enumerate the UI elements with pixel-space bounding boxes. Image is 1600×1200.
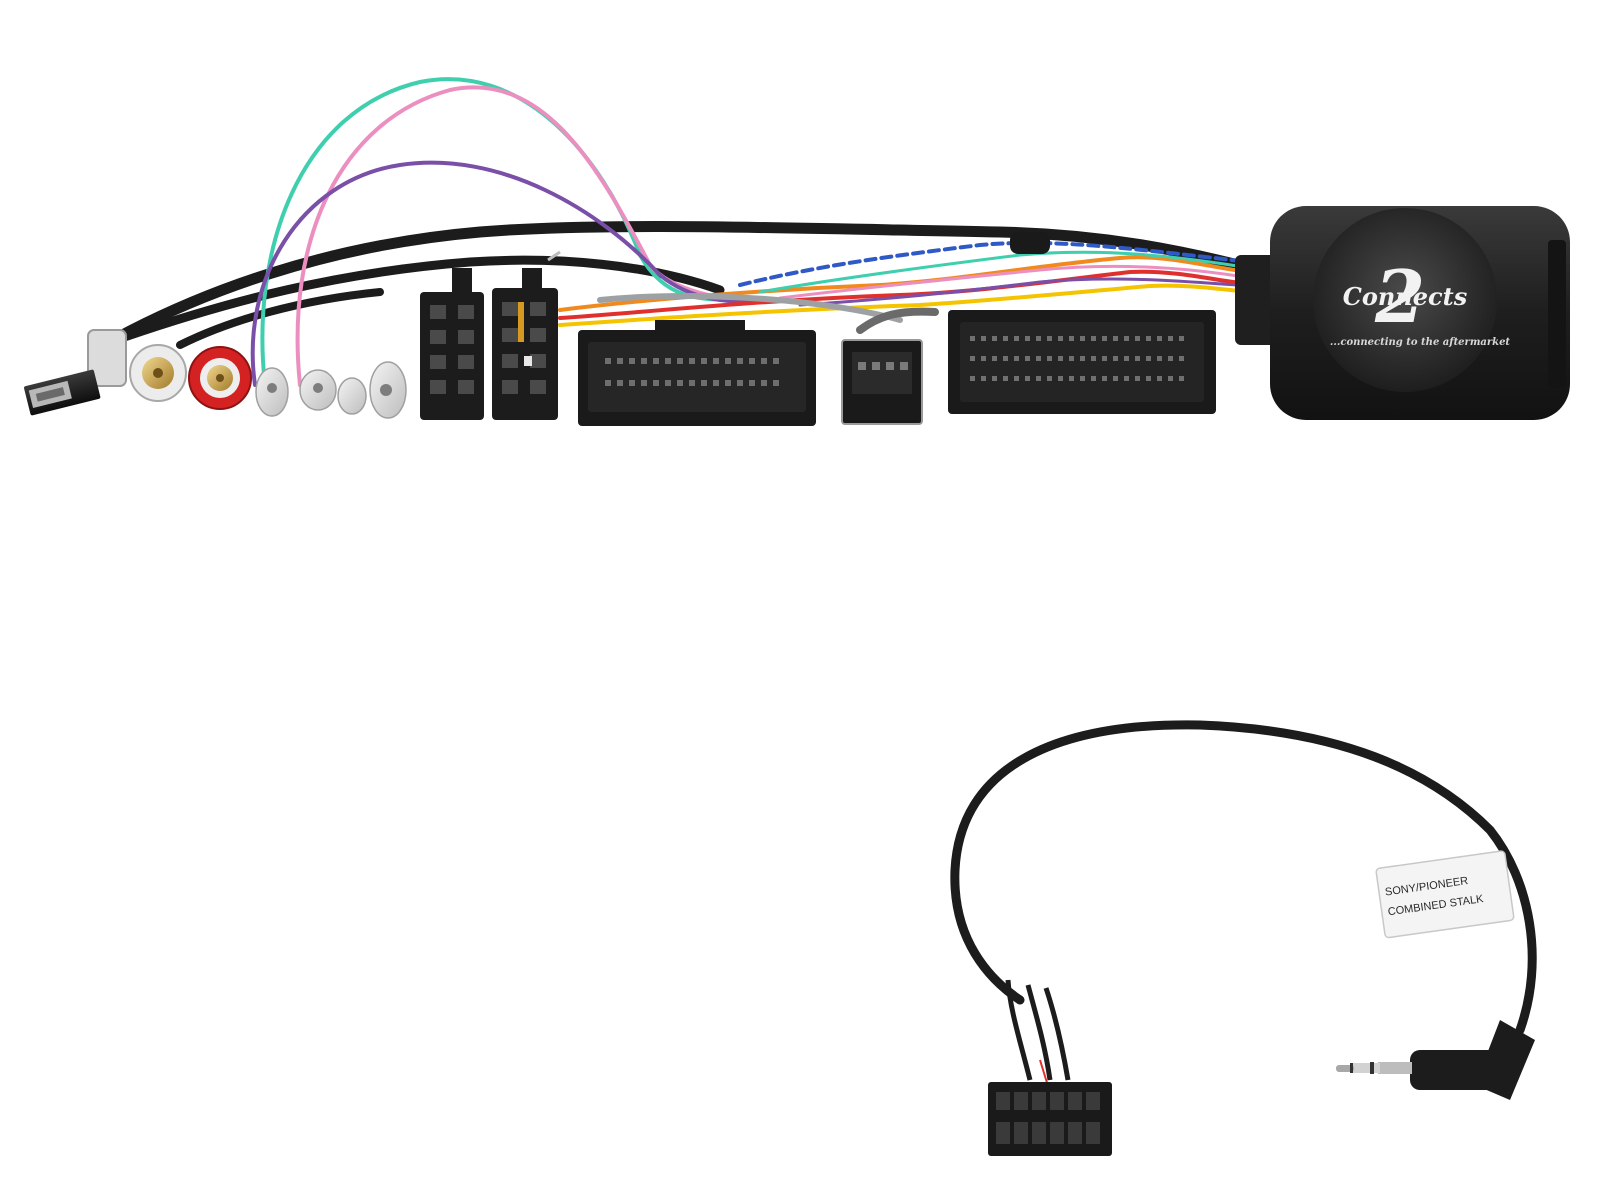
teal-wire (260, 77, 742, 387)
brand-logo-text: Connects (1343, 282, 1468, 311)
rca-connector-white (129, 344, 187, 402)
stalk-cable (950, 720, 1537, 1035)
audio-jack-plug (1336, 1020, 1535, 1100)
brand-logo-numeral: 2 (1374, 254, 1425, 339)
cable-label: SONY/PIONEER COMBINED STALK (1375, 850, 1515, 939)
stalk-lead: SONY/PIONEER COMBINED STALK (950, 720, 1537, 1156)
bullet-connectors (255, 361, 407, 419)
iso-connector-left (420, 268, 484, 420)
colored-wires (250, 77, 1252, 387)
black-cables (89, 221, 1256, 356)
usb-plug (24, 329, 127, 416)
multi-pin-connector-main (578, 320, 816, 426)
brand-tagline: ...connecting to the aftermarket (1330, 337, 1511, 348)
interface-box: 2 Connects ...connecting to the aftermar… (1235, 206, 1570, 420)
multi-pin-connector-right (948, 310, 1216, 414)
iso-connector-right (492, 250, 561, 420)
wiring-harness: 2 Connects ...connecting to the aftermar… (24, 77, 1570, 426)
small-connector (841, 339, 923, 425)
twelve-pin-connector (988, 1082, 1112, 1156)
logo-disc (1313, 208, 1497, 392)
rca-connector-red (188, 346, 252, 410)
cable-tie (1010, 232, 1050, 254)
